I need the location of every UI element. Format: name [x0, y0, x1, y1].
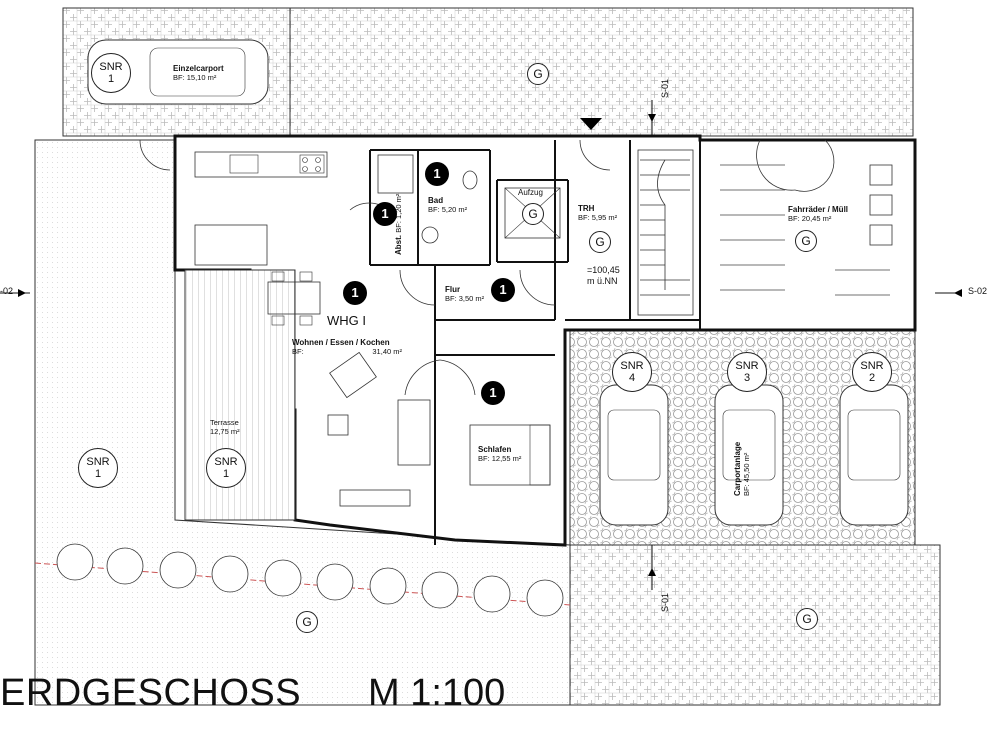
entrance-arrow: [580, 118, 602, 130]
bad-area: BF: 5,20 m²: [428, 205, 468, 214]
terrasse-name: Terrasse: [210, 418, 239, 427]
carportanlage-area: BF: 45,50 m²: [742, 452, 751, 496]
wohnen-label: Wohnen / Essen / Kochen BF: 31,40 m²: [292, 338, 402, 356]
trh-level: =100,45 m ü.NN: [587, 265, 620, 287]
snr-label: SNR: [735, 360, 759, 372]
trh-label: TRH BF: 5,95 m²: [578, 204, 617, 222]
unit-marker-bad: 1: [425, 162, 449, 186]
trh-level-unit: m ü.NN: [587, 276, 618, 286]
carportanlage-label: Carportanlage BF: 45,50 m²: [733, 442, 751, 496]
snr-marker-car4: SNR 4: [612, 352, 652, 392]
kitchen-island: [194, 224, 268, 266]
sink: [421, 226, 439, 244]
carport-area: BF: 15,10 m²: [173, 73, 217, 82]
aufzug-label: Aufzug: [518, 188, 543, 197]
snr-label: SNR: [99, 61, 123, 73]
paving-right-bottom: [569, 544, 941, 706]
wohnen-area-prefix: BF:: [292, 347, 304, 356]
g-marker-garden: G: [296, 611, 318, 633]
staircase: [637, 149, 694, 316]
kitchen-counter: [194, 151, 328, 178]
snr-label: SNR: [214, 456, 238, 468]
bicycles: [720, 164, 890, 296]
schlafen-name: Schlafen: [478, 445, 512, 454]
bad-name: Bad: [428, 196, 444, 205]
terrace-deck: [184, 269, 296, 521]
wohnen-area-row: BF: 31,40 m²: [292, 347, 402, 356]
carport-name: Einzelcarport: [173, 64, 224, 73]
shower: [377, 154, 414, 194]
flur-area: BF: 3,50 m²: [445, 294, 485, 303]
cars: [87, 39, 909, 526]
unit-marker-wohnen: 1: [343, 281, 367, 305]
hedge-trees: [56, 543, 564, 617]
wohnen-area: 31,40 m²: [372, 347, 402, 356]
g-marker-bottom: G: [796, 608, 818, 630]
snr-label: SNR: [860, 360, 884, 372]
snr-label: SNR: [620, 360, 644, 372]
section-s02-right: S-02: [968, 286, 988, 296]
g-marker-fahrrad: G: [795, 230, 817, 252]
snr-number: 1: [222, 468, 230, 480]
section-s01-bottom: S-01: [660, 592, 670, 612]
unit-label: WHG I: [327, 313, 366, 328]
bad-label: Bad BF: 5,20 m²: [428, 196, 467, 214]
section-s01-top: S-01: [660, 78, 670, 98]
snr-number: 3: [743, 372, 751, 384]
unit-marker-flur: 1: [491, 278, 515, 302]
dining-table: [267, 281, 321, 315]
trh-area: BF: 5,95 m²: [578, 213, 618, 222]
flur-label: Flur BF: 3,50 m²: [445, 285, 484, 303]
snr-marker-carport: SNR 1: [91, 53, 131, 93]
trh-level-value: =100,45: [587, 265, 620, 275]
snr-marker-garden: SNR 1: [78, 448, 118, 488]
unit-marker-schlafen: 1: [481, 381, 505, 405]
fahrrad-label: Fahrräder / Müll BF: 20,45 m²: [788, 205, 848, 223]
armchair: [329, 351, 377, 399]
terrasse-area: 12,75 m²: [210, 427, 240, 436]
g-marker-top: G: [527, 63, 549, 85]
plan-title: ERDGESCHOSS: [0, 672, 302, 714]
abst-name: Abst.: [394, 235, 403, 255]
snr-number: 2: [868, 372, 876, 384]
wohnen-name: Wohnen / Essen / Kochen: [292, 338, 390, 347]
snr-number: 1: [107, 73, 115, 85]
section-s02-left: S-02: [0, 286, 14, 296]
coffee-table: [327, 414, 349, 436]
flur-name: Flur: [445, 285, 461, 294]
fahrrad-name: Fahrräder / Müll: [788, 205, 849, 214]
terrasse-label: Terrasse 12,75 m²: [210, 418, 240, 436]
snr-marker-terrace: SNR 1: [206, 448, 246, 488]
plan-scale: M 1:100: [368, 672, 506, 714]
unit-marker-abst: 1: [373, 202, 397, 226]
snr-marker-car3: SNR 3: [727, 352, 767, 392]
abst-label: Abst. BF: 1,20 m²: [394, 194, 403, 255]
snr-marker-car2: SNR 2: [852, 352, 892, 392]
g-marker-trh: G: [589, 231, 611, 253]
g-marker-aufzug: G: [522, 203, 544, 225]
sofa: [397, 399, 431, 466]
fahrrad-area: BF: 20,45 m²: [788, 214, 832, 223]
schlafen-area: BF: 12,55 m²: [478, 454, 522, 463]
elevator-shaft: [504, 187, 561, 239]
snr-number: 1: [94, 468, 102, 480]
carportanlage-name: Carportanlage: [733, 441, 742, 496]
schlafen-label: Schlafen BF: 12,55 m²: [478, 445, 521, 463]
carport-label: Einzelcarport BF: 15,10 m²: [173, 64, 224, 82]
snr-label: SNR: [86, 456, 110, 468]
toilet: [462, 170, 478, 190]
snr-number: 4: [628, 372, 636, 384]
trh-name: TRH: [578, 204, 595, 213]
